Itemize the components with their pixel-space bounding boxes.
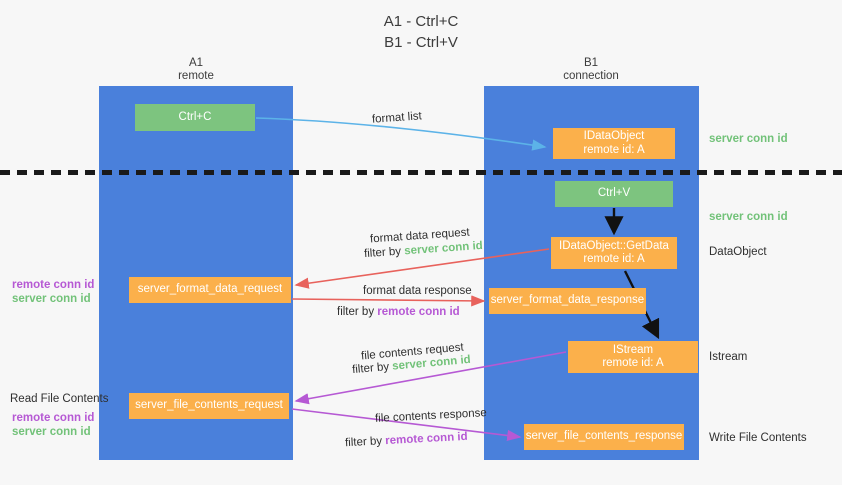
flow-label-format-list: format list	[371, 110, 423, 126]
node-server-file-contents-response[interactable]: server_file_contents_response	[524, 424, 684, 450]
node-idataobject-line2: remote id: A	[583, 143, 645, 156]
node-server-format-data-request[interactable]: server_format_data_request	[129, 277, 291, 303]
node-ctrl-v-label: Ctrl+V	[597, 187, 631, 200]
node-getdata-line2: remote id: A	[583, 253, 645, 265]
node-getdata-line1: IDataObject::GetData	[559, 239, 669, 252]
right-label-server-conn-id-second: server conn id	[709, 211, 788, 223]
node-idataobject-getdata[interactable]: IDataObject::GetData remote id: A	[551, 237, 677, 269]
node-idataobject-line1: IDataObject	[583, 130, 645, 142]
flow-label-file-contents-response-filter: filter by remote conn id	[345, 430, 468, 451]
right-label-server-conn-id-top: server conn id	[709, 133, 788, 145]
node-server-format-data-request-label: server_format_data_request	[137, 283, 283, 296]
node-istream-line2: remote id: A	[602, 357, 664, 369]
filter-key-server-conn-id: server conn id	[403, 239, 484, 258]
column-b1-role: connection	[563, 70, 619, 82]
left-label-server-conn-id-lower: server conn id	[12, 426, 91, 438]
left-label-remote-conn-id-upper: remote conn id	[12, 279, 95, 291]
flow-label-format-data-response-filter: filter by remote conn id	[337, 305, 460, 320]
arrow-format-data-response	[291, 295, 486, 307]
left-label-read-file-contents: Read File Contents	[10, 393, 109, 405]
flow-label-format-data-response: format data response	[363, 285, 472, 297]
node-server-file-contents-request-label: server_file_contents_request	[135, 399, 283, 412]
filter-prefix: filter by	[363, 245, 405, 261]
right-label-istream: Istream	[709, 351, 748, 363]
left-label-remote-conn-id-lower: remote conn id	[12, 412, 95, 424]
dashed-divider	[0, 170, 842, 175]
node-server-format-data-response[interactable]: server_format_data_response	[489, 288, 646, 314]
page-title: A1 - Ctrl+C B1 - Ctrl+V	[0, 11, 842, 53]
left-label-conn-ids-upper: remote conn id server conn id	[12, 278, 94, 306]
title-line-1: A1 - Ctrl+C	[383, 13, 459, 30]
node-server-file-contents-request[interactable]: server_file_contents_request	[129, 393, 289, 419]
column-a1-role: remote	[178, 70, 214, 82]
right-label-dataobject: DataObject	[709, 246, 767, 258]
column-header-a1: A1 remote	[119, 57, 273, 83]
filter-prefix: filter by	[337, 306, 378, 318]
filter-prefix: filter by	[351, 360, 393, 377]
filter-key-remote-conn-id: remote conn id	[377, 306, 460, 318]
right-label-write-file-contents: Write File Contents	[709, 432, 807, 444]
column-b1-name: B1	[583, 57, 599, 69]
node-istream-line1: IStream	[612, 343, 654, 356]
node-ctrl-v[interactable]: Ctrl+V	[555, 181, 673, 207]
node-ctrl-c[interactable]: Ctrl+C	[135, 104, 255, 131]
node-server-format-data-response-label: server_format_data_response	[490, 294, 645, 307]
node-idataobject[interactable]: IDataObject remote id: A	[553, 128, 675, 159]
flow-label-file-contents-response: file contents response	[374, 407, 488, 425]
title-line-2: B1 - Ctrl+V	[384, 34, 458, 51]
filter-key-remote-conn-id: remote conn id	[384, 430, 468, 448]
column-header-b1: B1 connection	[514, 57, 668, 83]
left-label-conn-ids-lower: remote conn id server conn id	[12, 411, 94, 439]
column-a1-name: A1	[188, 57, 204, 69]
filter-prefix: filter by	[344, 435, 386, 450]
node-istream[interactable]: IStream remote id: A	[568, 341, 698, 373]
left-label-server-conn-id-upper: server conn id	[12, 293, 91, 305]
node-ctrl-c-label: Ctrl+C	[178, 110, 212, 123]
node-server-file-contents-response-label: server_file_contents_response	[525, 430, 683, 443]
